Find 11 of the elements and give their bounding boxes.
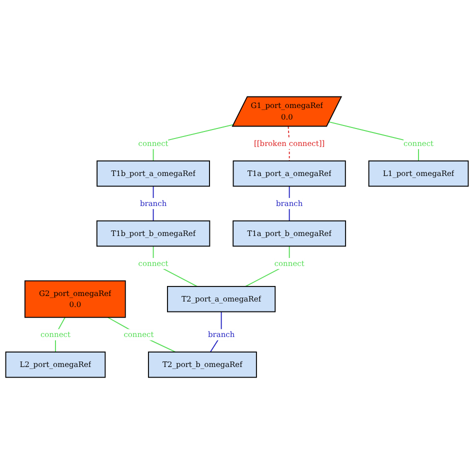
node-box: [5, 352, 106, 378]
node-box: [167, 286, 276, 312]
node-box: [148, 352, 257, 378]
connector: [288, 126, 290, 162]
node-box: [232, 220, 346, 247]
node-box: [368, 160, 469, 187]
node-box: [96, 220, 210, 247]
node-box: [96, 160, 210, 187]
node-box: [24, 280, 126, 318]
connector: [107, 316, 176, 352]
node-box: [232, 160, 346, 187]
